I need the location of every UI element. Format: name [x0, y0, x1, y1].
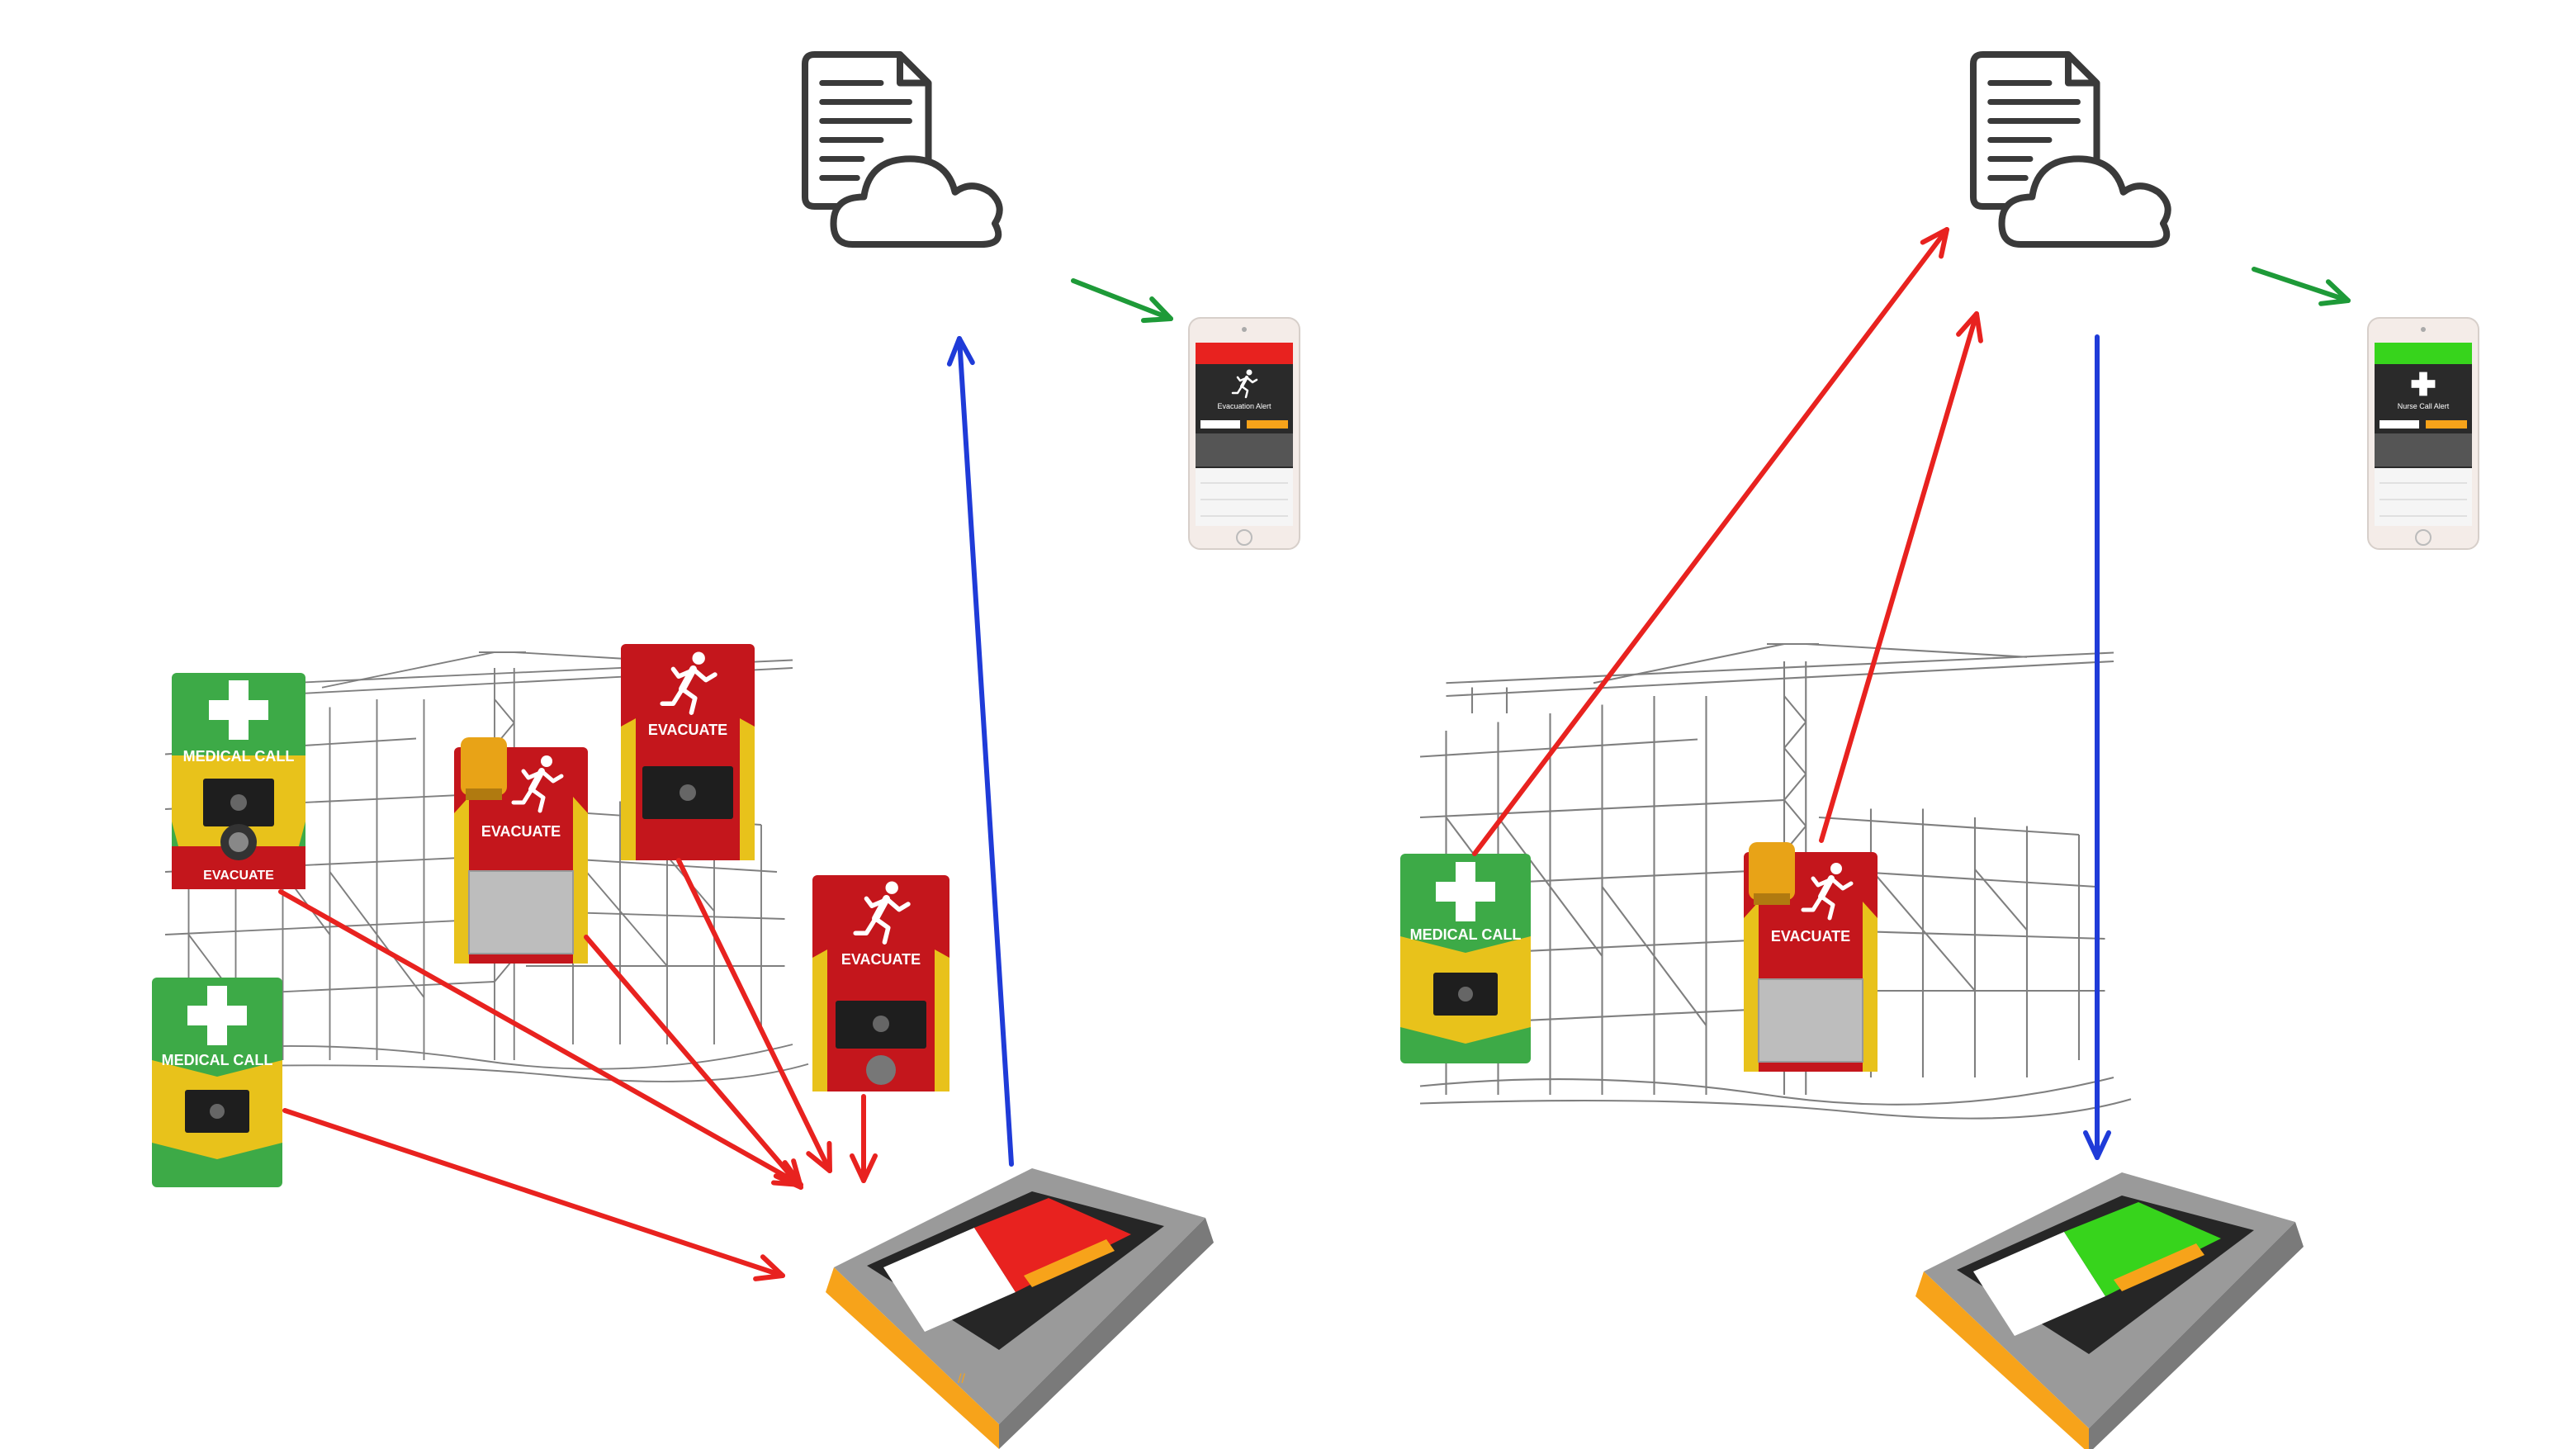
- phone-alert-title: Nurse Call Alert: [2398, 402, 2450, 410]
- medical-call-point-5: MEDICAL CALL: [152, 978, 282, 1187]
- sign-sub-label: EVACUATE: [203, 869, 274, 883]
- arrows-left: [278, 278, 1173, 1281]
- sign-label: EVACUATE: [841, 951, 921, 968]
- sign-label: EVACUATE: [648, 722, 727, 738]
- sign-label: EVACUATE: [1771, 928, 1850, 945]
- smartphone-icon: Nurse Call Alert: [2367, 317, 2479, 550]
- sign-label: MEDICAL CALL: [183, 748, 295, 765]
- evacuate-call-point-r2: EVACUATE: [1744, 842, 1878, 1072]
- siren-beacon-icon: [461, 737, 507, 800]
- sign-label: MEDICAL CALL: [162, 1052, 273, 1068]
- cloud-to-phone-arrow: [1071, 278, 1173, 324]
- sign3-to-hub-arrow: [676, 858, 832, 1173]
- evacuate-call-point-2: EVACUATE: [454, 737, 588, 964]
- right-scene: Nurse Call Alert MEDICAL CALL: [1400, 54, 2479, 1449]
- sign-r1-to-cloud-arrow: [1472, 227, 1949, 856]
- medical-call-point-1: MEDICAL CALL EVACUATE: [172, 673, 305, 889]
- document-cloud-icon: [1973, 54, 2168, 244]
- hub-to-cloud-arrow: [946, 336, 1014, 1167]
- sign5-to-hub-arrow: [282, 1108, 785, 1281]
- sign2-to-hub-arrow: [584, 935, 803, 1190]
- smartphone-icon: Evacuation Alert: [1188, 317, 1300, 550]
- sign-label: MEDICAL CALL: [1410, 926, 1522, 943]
- siren-beacon-icon: [1749, 842, 1795, 905]
- sign-label: EVACUATE: [481, 823, 561, 840]
- arrows-right: [1472, 227, 2351, 1160]
- sign1-to-hub-arrow: [278, 889, 803, 1187]
- left-scene: Evacuation Alert MEDICAL CALL EVACUATE: [152, 54, 1300, 1449]
- sign-r2-to-cloud-arrow: [1819, 311, 1983, 843]
- medical-call-point-r1: MEDICAL CALL: [1400, 854, 1531, 1063]
- alarm-hub-icon: //: [826, 1168, 1214, 1449]
- evacuate-call-point-4: EVACUATE: [812, 875, 949, 1091]
- document-cloud-icon: [805, 54, 1000, 244]
- cloud-to-phone-arrow: [2252, 267, 2351, 306]
- alarm-hub-icon: [1915, 1172, 2304, 1449]
- phone-alert-title: Evacuation Alert: [1217, 402, 1271, 410]
- svg-text://: //: [958, 1372, 965, 1386]
- evacuate-call-point-3: EVACUATE: [621, 644, 755, 860]
